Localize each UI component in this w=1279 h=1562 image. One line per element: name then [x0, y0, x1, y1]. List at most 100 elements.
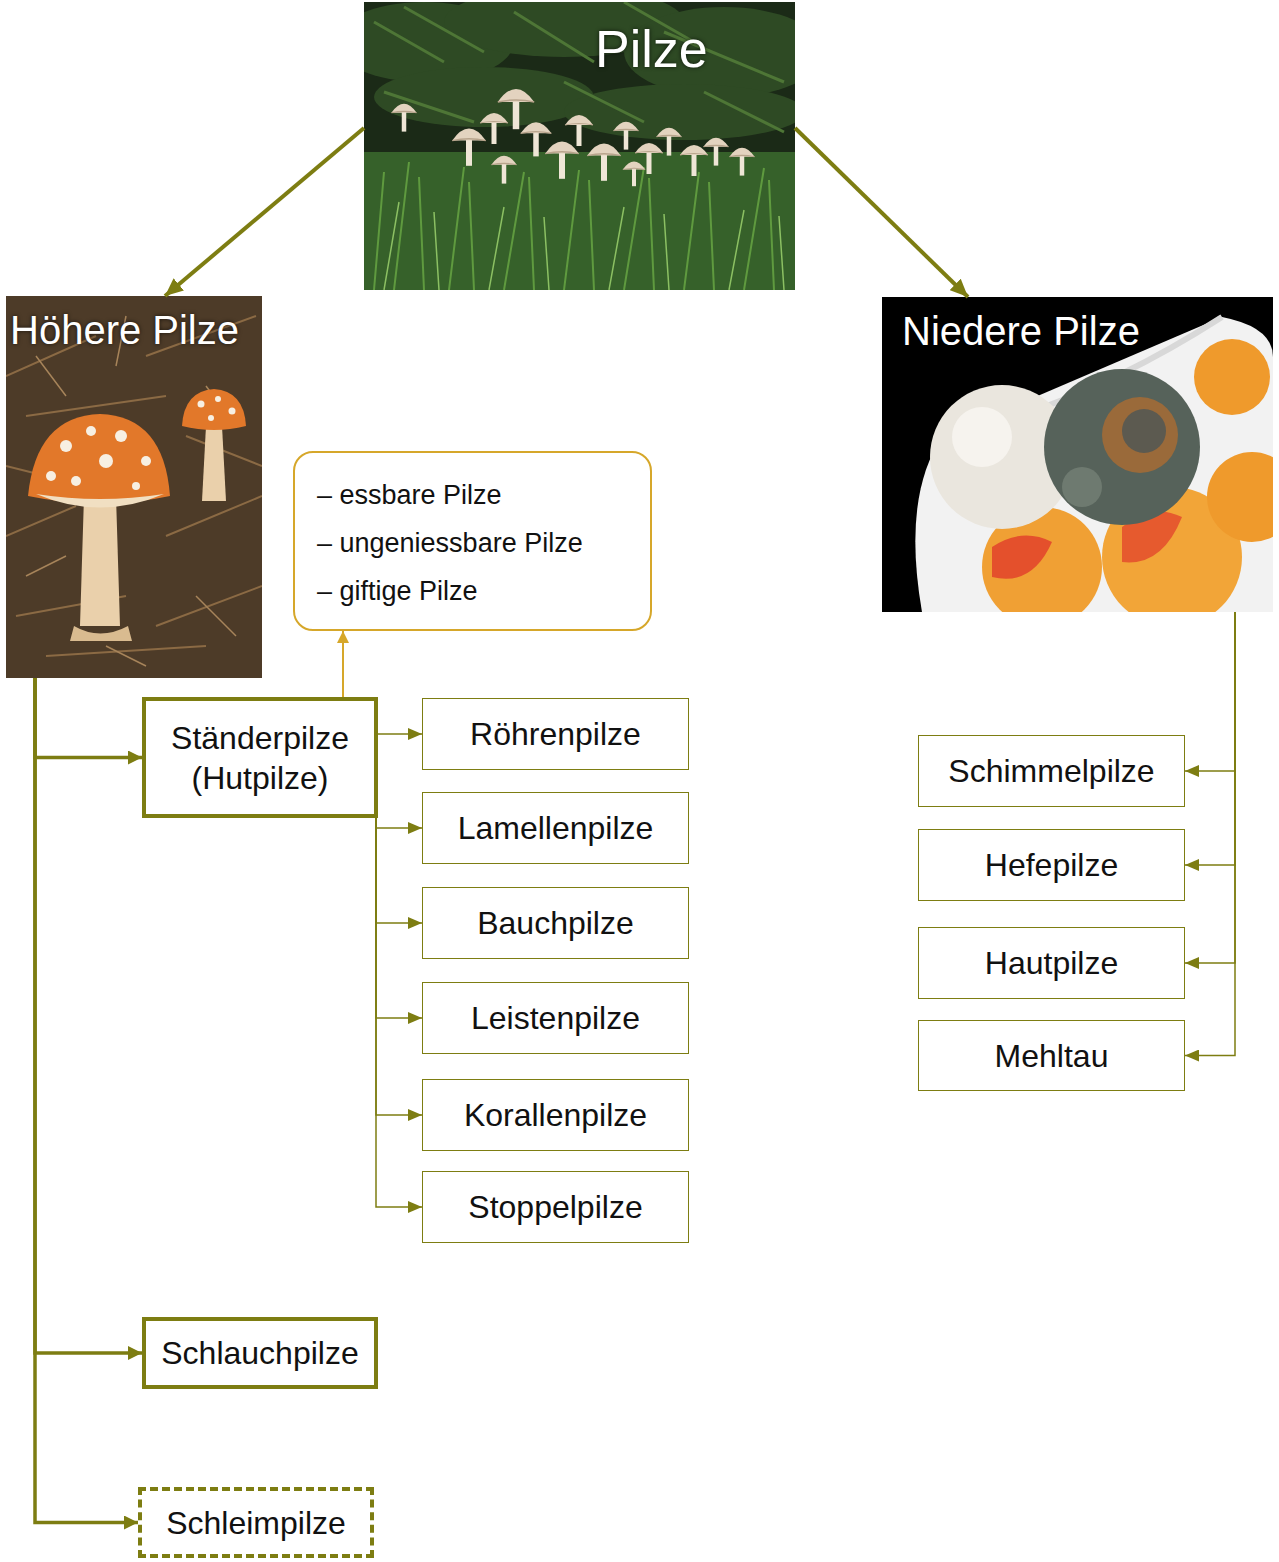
illustration-shape: [613, 122, 638, 150]
box-label: Korallenpilze: [464, 1095, 647, 1135]
illustration-shape: [729, 148, 754, 176]
illustration-shape: [86, 426, 96, 436]
illustration-shape: [374, 2, 784, 132]
illustration-shape: [208, 415, 214, 421]
illustration-shape: [182, 389, 246, 430]
box-label: Leistenpilze: [471, 998, 640, 1038]
note-line: – giftige Pilze: [317, 567, 628, 615]
photo-panel: Niedere Pilze: [882, 297, 1273, 612]
illustration-shape: [680, 145, 708, 176]
illustration-shape: [115, 430, 127, 442]
category-box: Mehltau: [918, 1020, 1185, 1091]
category-box: Korallenpilze: [422, 1079, 689, 1151]
illustration-shape: [952, 407, 1012, 467]
illustration-shape: [36, 494, 164, 508]
note-line: – essbare Pilze: [317, 471, 628, 519]
illustration-shape: [198, 401, 205, 408]
group-box: Schleimpilze: [138, 1487, 374, 1558]
illustration-shape: [71, 476, 81, 486]
illustration-shape: [374, 67, 594, 127]
connector-arrow: [35, 678, 142, 1353]
connector-arrow: [376, 818, 422, 828]
forest-mushroom-photo: [364, 2, 795, 290]
illustration-shape: [1044, 369, 1200, 525]
illustration-shape: [1207, 452, 1273, 542]
photo-title: Höhere Pilze: [10, 306, 239, 354]
illustration-shape: [452, 129, 486, 166]
illustration-shape: [992, 536, 1052, 579]
illustration-shape: [587, 144, 621, 181]
box-label: Bauchpilze: [477, 903, 634, 943]
illustration-shape: [391, 104, 416, 132]
illustration-shape: [491, 156, 516, 184]
box-label: Röhrenpilze: [470, 714, 641, 754]
connector-arrow: [35, 678, 138, 1523]
category-box: Leistenpilze: [422, 982, 689, 1054]
connector-arrow: [1185, 612, 1235, 963]
box-label: Hefepilze: [985, 845, 1118, 885]
box-label: Schlauchpilze: [161, 1333, 358, 1373]
box-label: Stoppelpilze: [468, 1187, 642, 1227]
illustration-shape: [202, 426, 226, 501]
illustration-shape: [374, 162, 774, 290]
connector-arrow: [376, 818, 422, 923]
box-label: Hautpilze: [985, 943, 1118, 983]
illustration-shape: [46, 426, 151, 490]
illustration-shape: [80, 496, 120, 626]
box-label: Schimmelpilze: [948, 751, 1154, 791]
connector-arrow: [376, 818, 422, 1207]
connector-arrow: [795, 128, 968, 297]
illustration-shape: [521, 122, 552, 156]
connector-arrow: [165, 128, 364, 296]
illustration-shape: [1194, 339, 1270, 415]
illustration-shape: [1102, 397, 1178, 473]
illustration-shape: [60, 440, 72, 452]
illustration-shape: [26, 316, 236, 666]
fly-agaric-photo: [6, 296, 262, 678]
illustration-shape: [545, 142, 579, 179]
illustration-shape: [564, 84, 795, 140]
box-label: Mehltau: [995, 1036, 1109, 1076]
illustration-shape: [46, 471, 56, 481]
illustration-shape: [480, 113, 508, 144]
category-box: Schimmelpilze: [918, 735, 1185, 807]
illustration-shape: [198, 396, 236, 421]
group-box: Ständerpilze (Hutpilze): [142, 697, 378, 818]
connector-arrow: [1185, 612, 1235, 771]
note-line: – ungeniessbare Pilze: [317, 519, 628, 567]
illustration-shape: [215, 396, 221, 402]
illustration-shape: [70, 626, 132, 641]
photo-panel: Pilze: [364, 2, 795, 290]
illustration-shape: [656, 128, 681, 156]
photo-title: Niedere Pilze: [902, 307, 1140, 355]
illustration-shape: [498, 89, 534, 129]
illustration-shape: [28, 414, 170, 504]
note-box: – essbare Pilze– ungeniessbare Pilze– gi…: [293, 451, 652, 631]
category-box: Stoppelpilze: [422, 1171, 689, 1243]
photo-panel: Höhere Pilze: [6, 296, 262, 678]
photo-title: Pilze: [595, 18, 708, 80]
connector-arrow: [376, 818, 422, 1115]
category-box: Lamellenpilze: [422, 792, 689, 864]
illustration-shape: [623, 161, 645, 186]
box-label: Ständerpilze (Hutpilze): [158, 718, 362, 798]
illustration-shape: [374, 2, 784, 132]
connector-arrow: [376, 818, 422, 1018]
illustration-shape: [364, 152, 795, 290]
illustration-shape: [229, 408, 236, 415]
category-box: Hefepilze: [918, 829, 1185, 901]
illustration-shape: [384, 202, 784, 290]
illustration-shape: [1122, 409, 1166, 453]
box-label: Lamellenpilze: [458, 808, 654, 848]
connector-arrow: [1185, 612, 1235, 865]
group-box: Schlauchpilze: [142, 1317, 378, 1389]
category-box: Röhrenpilze: [422, 698, 689, 770]
illustration-shape: [565, 115, 593, 146]
illustration-shape: [374, 162, 774, 290]
connector-arrow: [342, 631, 344, 697]
connector-arrow: [378, 733, 422, 735]
illustration-shape: [703, 138, 728, 166]
box-label: Schleimpilze: [166, 1503, 346, 1543]
